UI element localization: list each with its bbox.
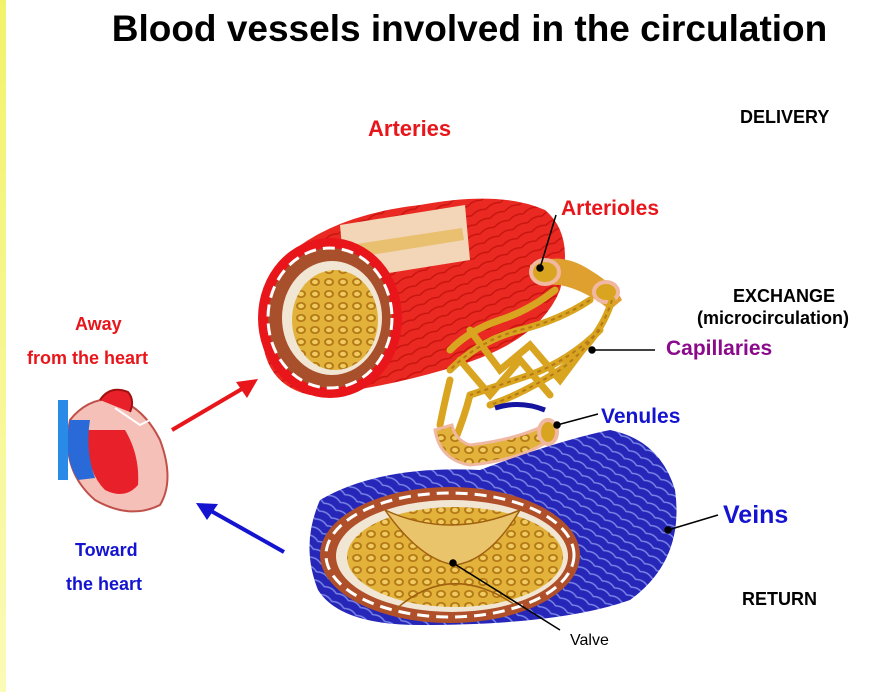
left-accent-strip — [0, 0, 6, 692]
veins-label: Veins — [723, 501, 789, 529]
arterioles-label: Arterioles — [561, 197, 660, 220]
capillaries-label: Capillaries — [666, 337, 773, 360]
page-title: Blood vessels involved in the circulatio… — [111, 8, 828, 49]
venules-label: Venules — [601, 405, 681, 428]
return-label: RETURN — [742, 589, 817, 609]
exchange-label: EXCHANGE — [733, 286, 836, 306]
away-label: Away — [75, 314, 122, 334]
leader-lines — [449, 214, 719, 631]
the-heart-label: the heart — [66, 574, 143, 594]
from-heart-label: from the heart — [27, 348, 149, 368]
capillaries-highlight — [449, 299, 613, 406]
heart-illustration — [58, 388, 169, 513]
microcirculation-label: (microcirculation) — [697, 308, 850, 328]
toward-label: Toward — [75, 540, 138, 560]
valve-label: Valve — [570, 632, 609, 649]
away-arrow — [170, 379, 258, 432]
venules-illustration — [433, 402, 559, 467]
toward-arrow — [196, 503, 285, 554]
artery-illustration — [258, 198, 565, 398]
vein-illustration — [309, 430, 677, 625]
arterioles-illustration — [529, 258, 622, 310]
delivery-label: DELIVERY — [740, 107, 830, 127]
arteries-label: Arteries — [368, 116, 452, 141]
